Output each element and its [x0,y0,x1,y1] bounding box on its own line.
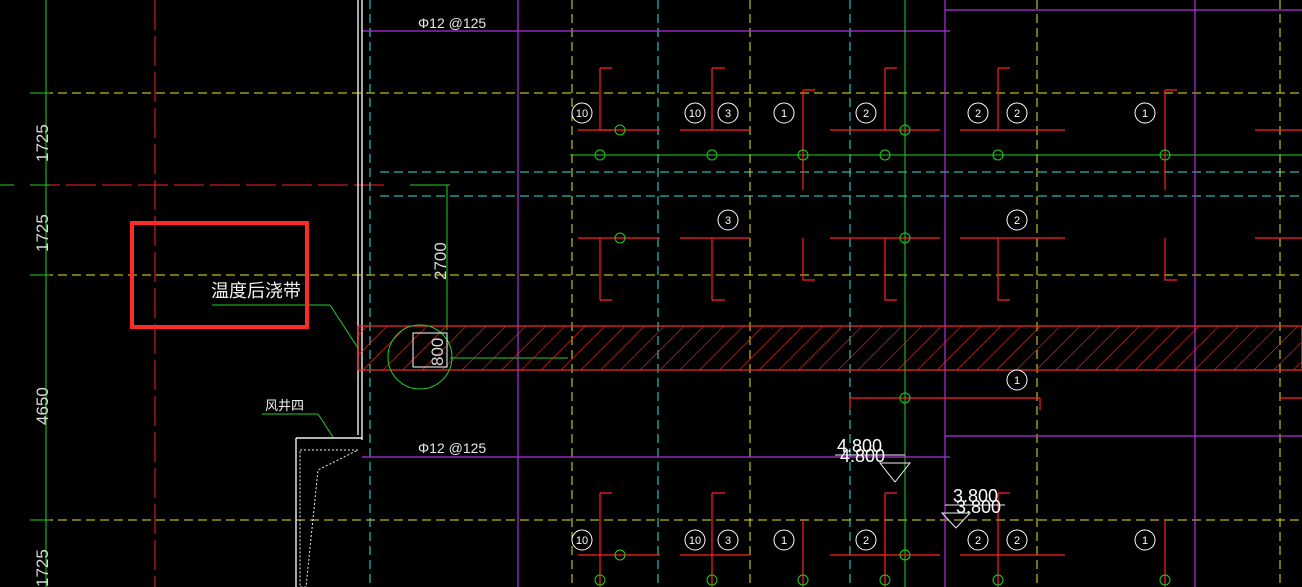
elevation-text: 4.800 [837,436,882,456]
grid-lines-cyan [369,0,1302,587]
highlight-box[interactable] [130,221,309,329]
rebar-tag: 2 [975,535,981,547]
rebar-brackets-red [578,67,1302,587]
rebar-tag: 3 [725,108,731,120]
elevation-marker-1[interactable]: 4.800 4.800 [835,436,912,483]
dimension-text: 4650 [33,387,52,425]
rebar-tag: 1 [781,535,787,547]
shaft-wall [299,449,359,587]
rebar-tag: 1 [1014,375,1020,387]
dimension-800: 800 [428,338,447,366]
elevation-text: 3.800 [953,486,998,506]
rebar-tag-labels: 10 10 3 1 2 2 2 1 3 2 1 10 10 3 1 2 2 2 … [576,108,1148,547]
rebar-nodes [594,124,1171,586]
post-pour-label-group: 温度后浇带 [211,281,359,349]
axis-lines-red [30,0,390,587]
shaft-label-group: 风井四 [262,399,334,438]
dimension-text: 1725 [33,549,52,587]
rebar-spec-mid: Φ12 @125 [418,440,486,456]
rebar-spec-top: Φ12 @125 [418,15,486,31]
rebar-tag: 2 [1014,108,1020,120]
rebar-tag: 10 [576,108,588,120]
rebar-tag: 2 [1014,215,1020,227]
rebar-tag: 3 [725,535,731,547]
elevation-text: 4.800 [840,446,885,466]
rebar-tag: 10 [689,535,701,547]
rebar-tag: 2 [975,108,981,120]
rebar-tag: 1 [1142,108,1148,120]
rebar-lines-purple [362,0,1302,587]
rebar-tag: 2 [1014,535,1020,547]
rebar-tag: 10 [576,535,588,547]
rebar-tag: 2 [863,535,869,547]
post-pour-label: 温度后浇带 [211,281,301,302]
post-pour-strip[interactable] [357,325,1302,371]
detail-callout[interactable]: 800 [387,324,453,390]
rebar-tag: 1 [1142,535,1148,547]
dimension-text: 1725 [33,214,52,252]
elevation-text: 3.800 [956,497,1001,517]
dimension-text: 1725 [33,124,52,162]
shaft-label: 风井四 [265,399,304,414]
dimension-2700: 2700 [431,242,450,280]
grid-lines-horizontal [30,92,1302,521]
rebar-tag: 1 [781,108,787,120]
elevation-marker-2[interactable]: 3.800 3.800 [940,486,1005,529]
rebar-tag: 2 [863,108,869,120]
rebar-tag: 10 [689,108,701,120]
grid-lines-vertical-yellow [571,0,1281,587]
rebar-tag-bubbles [571,102,1156,551]
rebar-tag: 3 [725,215,731,227]
